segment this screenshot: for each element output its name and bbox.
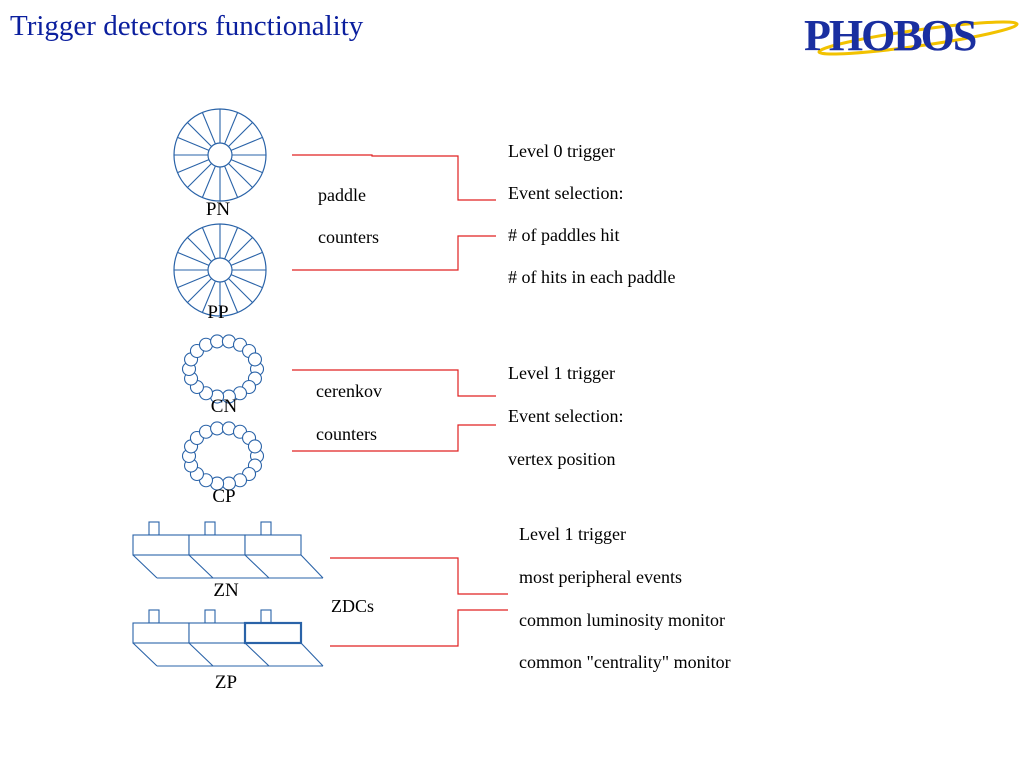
zdc-desc-line: most peripheral events [519, 567, 682, 587]
paddle-segment [201, 227, 216, 260]
zdc-edge [132, 554, 158, 579]
pn-paddle-counter-icon [173, 108, 267, 202]
cp-cerenkov-counter-icon [181, 421, 265, 491]
paddle-segment [201, 280, 216, 313]
cerenkov-cell [247, 352, 262, 367]
paddle-segment [224, 227, 239, 260]
zdc-edge [300, 642, 324, 667]
paddle-desc-line: Level 0 trigger [508, 141, 615, 161]
paddle-hub [207, 257, 233, 283]
pp-label: PP [207, 302, 229, 323]
paddle-segment [230, 159, 263, 174]
paddle-desc-line: # of paddles hit [508, 225, 620, 245]
zdc-tab [260, 521, 272, 536]
zn-connector [330, 557, 508, 595]
cn-connector [292, 369, 496, 397]
paddle-segment [177, 274, 210, 289]
pp-connector [292, 235, 496, 271]
cerenkov-desc-line: Level 1 trigger [508, 363, 615, 383]
zdc-edge [300, 554, 324, 579]
zdc-module [132, 534, 190, 556]
zdc-edge [132, 642, 158, 667]
paddle-segment [230, 136, 263, 151]
zdc-tab [148, 609, 160, 624]
zdc-group-label: ZDCs [331, 596, 375, 616]
zn-zdc-icon [132, 521, 324, 579]
pn-label: PN [205, 199, 231, 220]
paddle-segment [228, 237, 253, 262]
cp-label: CP [212, 486, 236, 507]
paddle-group-label-2: counters [318, 227, 379, 247]
pp-paddle-counter-icon [173, 223, 267, 317]
paddle-segment [230, 251, 263, 266]
zdc-desc-line: Level 1 trigger [519, 524, 626, 544]
zp-connector [330, 609, 508, 647]
svg-text:PHOBOS: PHOBOS [804, 11, 976, 60]
zdc-module [244, 534, 302, 556]
phobos-logo: PHOBOS [804, 11, 1019, 60]
paddle-segment [187, 237, 212, 262]
pn-connector [292, 154, 496, 201]
cerenkov-cell [210, 334, 225, 349]
slide-title: Trigger detectors functionality [10, 10, 364, 42]
zdc-tab [260, 609, 272, 624]
zdc-edge [188, 554, 214, 579]
zdc-module [243, 621, 303, 645]
zdc-module [188, 534, 246, 556]
cerenkov-group-label-2: counters [316, 424, 377, 444]
paddle-segment [187, 278, 212, 303]
paddle-segment [187, 163, 212, 188]
cerenkov-group-label: cerenkov [316, 381, 382, 401]
paddle-segment [177, 136, 210, 151]
paddle-group-label: paddle [318, 185, 366, 205]
zdc-tab [148, 521, 160, 536]
zp-label: ZP [214, 672, 238, 693]
paddle-hub [207, 142, 233, 168]
cp-connector [292, 424, 496, 452]
paddle-segment [187, 122, 212, 147]
paddle-segment [201, 112, 216, 145]
paddle-segment [224, 280, 239, 313]
cn-label: CN [210, 396, 238, 417]
cerenkov-desc-line: Event selection: [508, 406, 624, 426]
cerenkov-desc-line: vertex position [508, 449, 616, 469]
paddle-segment [228, 278, 253, 303]
paddle-segment [224, 165, 239, 198]
cerenkov-cell [210, 421, 225, 436]
zdc-desc-line: common luminosity monitor [519, 610, 725, 630]
paddle-desc-line: Event selection: [508, 183, 624, 203]
cerenkov-cell [247, 439, 262, 454]
paddle-desc-line: # of hits in each paddle [508, 267, 676, 287]
zdc-tab [204, 609, 216, 624]
zdc-edge [188, 642, 214, 667]
zdc-desc-line: common "centrality" monitor [519, 652, 731, 672]
zdc-edge [244, 642, 270, 667]
zdc-module [188, 622, 246, 644]
paddle-segment [228, 122, 253, 147]
paddle-segment [228, 163, 253, 188]
paddle-segment [224, 112, 239, 145]
paddle-segment [201, 165, 216, 198]
paddle-segment [177, 251, 210, 266]
cn-cerenkov-counter-icon [181, 334, 265, 404]
paddle-segment [177, 159, 210, 174]
zp-zdc-icon [132, 609, 324, 667]
zn-label: ZN [213, 580, 239, 601]
paddle-segment [230, 274, 263, 289]
zdc-tab [204, 521, 216, 536]
zdc-edge [244, 554, 270, 579]
zdc-module [132, 622, 190, 644]
